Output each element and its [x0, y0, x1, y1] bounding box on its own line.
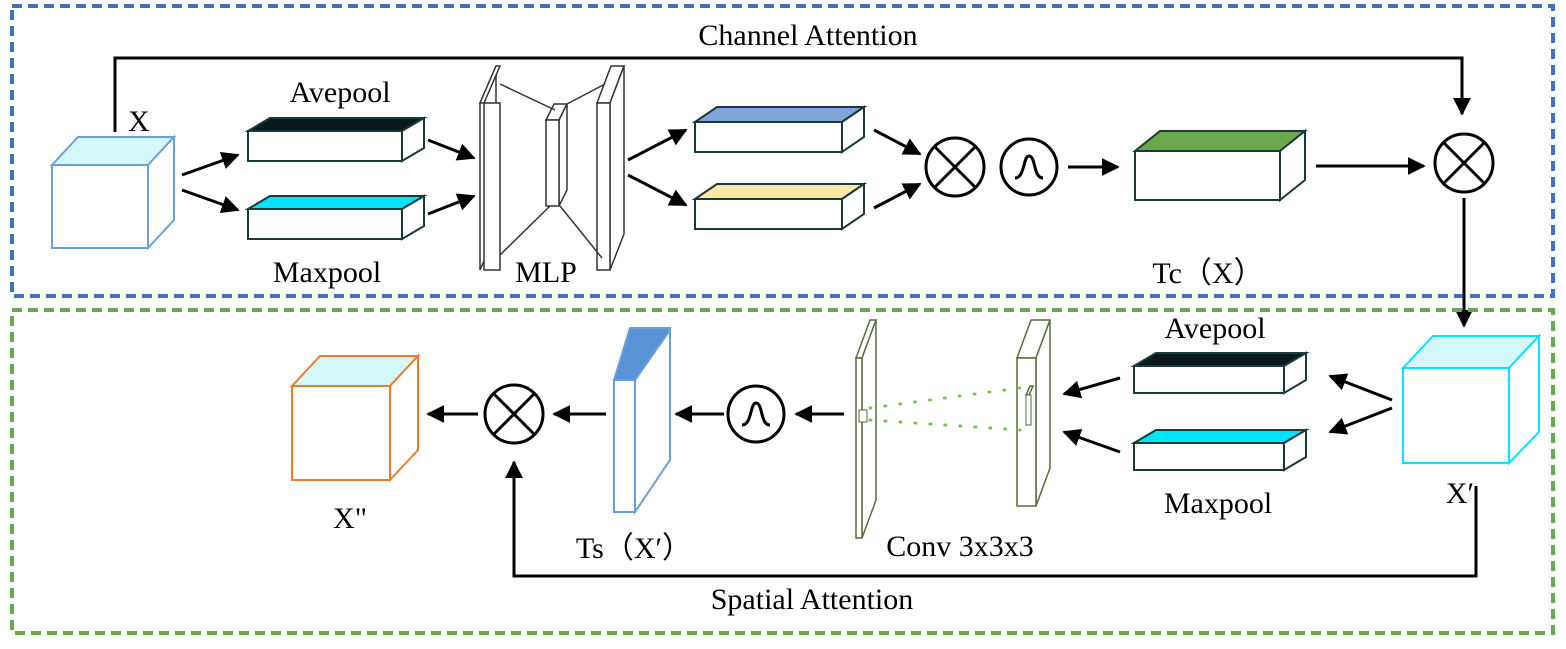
spatial-attention-title: Spatial Attention: [711, 583, 914, 616]
channel-maxpool-label: Maxpool: [273, 256, 381, 289]
ts-x-prime-label: Ts（X′）: [576, 532, 692, 565]
mlp-block: [478, 65, 626, 271]
tc-x-block: [1132, 128, 1308, 203]
input-cube-x: [49, 134, 177, 251]
channel-combine-multiply-icon: [924, 136, 986, 198]
arrow-maxpool-to-conv: [1062, 428, 1121, 454]
x-prime-cube: [1400, 333, 1542, 466]
channel-avepool-slab: [244, 116, 428, 163]
arrow-x-to-avepool: [181, 151, 240, 177]
arrow-avepool-to-conv: [1062, 376, 1121, 399]
mlp-maxpool-output-slab: [691, 182, 868, 231]
arrow-maxpool-to-mlp: [427, 193, 476, 216]
channel-sigmoid-icon: [999, 137, 1059, 197]
channel-attention-title: Channel Attention: [698, 19, 917, 52]
conv-kernel-projection-dots: [868, 386, 1022, 432]
channel-avepool-label: Avepool: [289, 76, 390, 109]
channel-bypass-arrow: [113, 56, 1471, 132]
spatial-avepool-slab: [1130, 351, 1310, 395]
arrow-xprime-to-maxpool: [1328, 406, 1393, 435]
conv-3x3x3-block: [854, 319, 1052, 539]
arrow-mlp-to-yellow: [627, 173, 688, 207]
arrow-xprime-to-avepool: [1328, 373, 1393, 402]
channel-maxpool-slab: [244, 194, 428, 241]
arrow-avepool-to-mlp: [427, 138, 476, 161]
output-x-double-prime-label: X": [333, 502, 367, 535]
arrow-x-to-maxpool: [181, 188, 240, 214]
output-cube-x-double-prime: [289, 353, 421, 483]
spatial-attention-panel: [10, 308, 1555, 635]
arrow-yellow-to-multiply: [873, 182, 922, 210]
spatial-maxpool-label: Maxpool: [1164, 487, 1272, 520]
spatial-maxpool-slab: [1130, 428, 1310, 472]
channel-attention-panel: [10, 4, 1555, 298]
ts-x-prime-map: [612, 326, 672, 516]
tc-x-label: Tc（X）: [1152, 257, 1263, 290]
input-x-label: X: [128, 105, 150, 138]
channel-output-multiply-icon: [1433, 132, 1495, 194]
x-prime-label: X′: [1446, 477, 1474, 510]
arrow-mlp-to-blue: [627, 128, 688, 162]
mlp-label: MLP: [515, 256, 577, 289]
spatial-sigmoid-icon: [726, 384, 786, 444]
spatial-avepool-label: Avepool: [1164, 312, 1265, 345]
conv-label: Conv 3x3x3: [886, 530, 1034, 563]
spatial-output-multiply-icon: [483, 383, 545, 445]
mlp-avepool-output-slab: [691, 105, 868, 154]
arrow-blue-to-multiply: [873, 128, 922, 156]
spatial-bypass-arrow: [505, 460, 1478, 578]
